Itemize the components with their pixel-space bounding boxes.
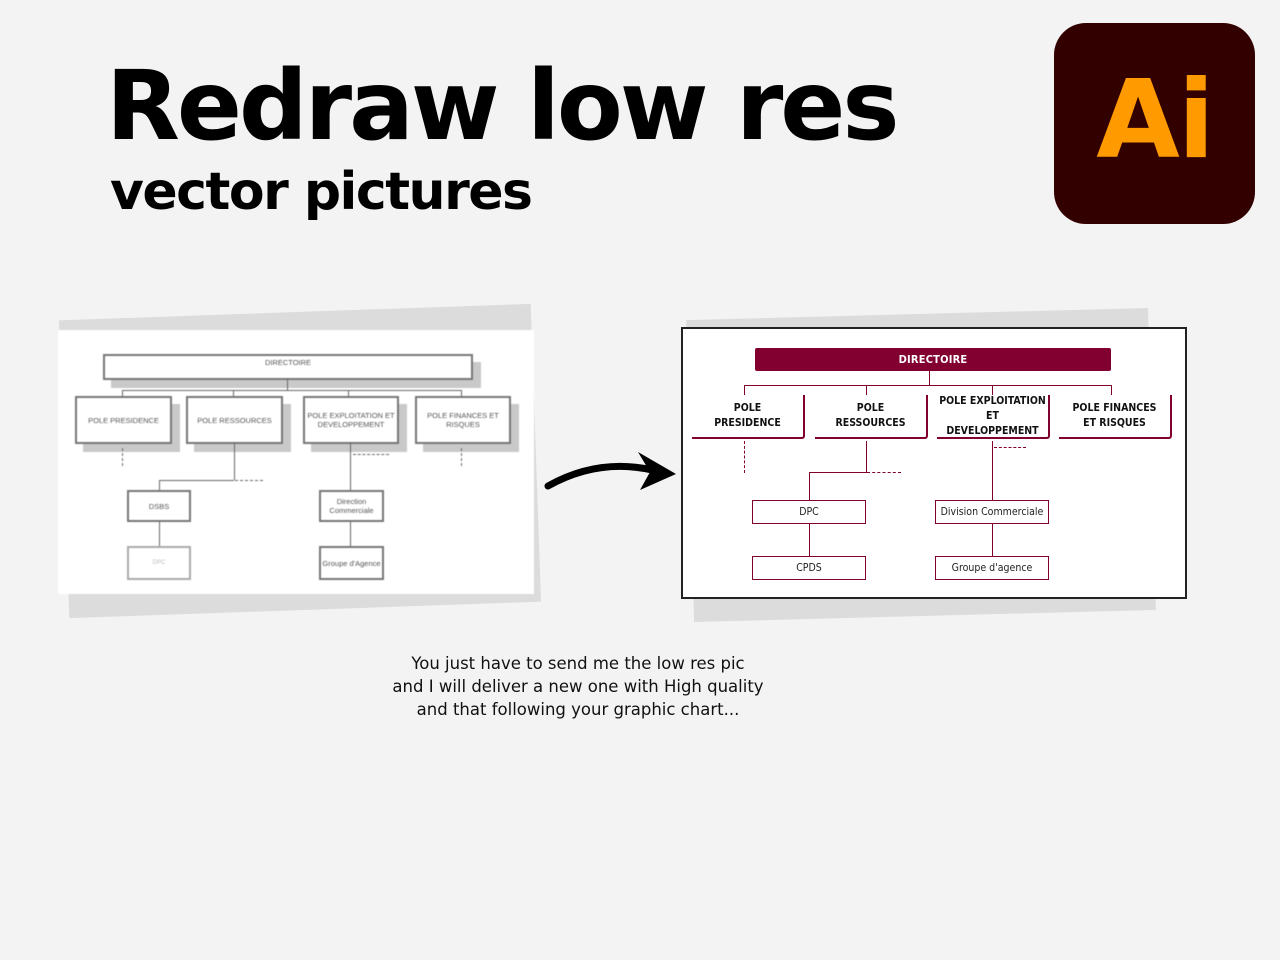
- dashed-connector: [235, 480, 263, 481]
- dashed-connector: [122, 448, 123, 466]
- lowres-sub-box: Groupe d'Agence: [319, 546, 384, 580]
- connector: [348, 390, 349, 396]
- connector: [744, 385, 745, 395]
- vector-root-label: DIRECTOIRE: [898, 353, 968, 366]
- vector-pole-box: POLE PRESIDENCE: [692, 395, 805, 439]
- lowres-sub-label: Direction Commerciale: [329, 497, 374, 515]
- vector-pole-label: POLE RESSOURCES: [835, 402, 906, 429]
- vector-pole-box: POLE FINANCES ET RISQUES: [1059, 395, 1172, 439]
- dashed-connector: [994, 447, 1026, 448]
- caption: You just have to send me the low res pic…: [340, 652, 816, 721]
- vector-pole-label: POLE EXPLOITATION ET DEVELOPPEMENT: [939, 394, 1046, 437]
- connector: [992, 524, 993, 556]
- lowres-pole-box: POLE PRESIDENCE: [75, 396, 172, 444]
- dashed-connector: [744, 441, 745, 473]
- dashed-connector: [353, 454, 389, 455]
- lowres-card: DIRECTOIRE POLE PRESIDENCE POLE RESSOURC…: [58, 330, 534, 594]
- connector: [159, 522, 160, 546]
- lowres-pole-box: POLE EXPLOITATION ET DEVELOPPEMENT: [303, 396, 399, 444]
- vector-sub-box: CPDS: [752, 556, 866, 580]
- connector: [992, 385, 993, 395]
- vector-sub-box: Groupe d'agence: [935, 556, 1049, 580]
- connector: [122, 390, 462, 391]
- lowres-sub-box: DPC: [127, 546, 191, 580]
- connector: [233, 390, 234, 396]
- vector-sub-box: Division Commerciale: [935, 500, 1049, 524]
- lowres-sub-box: Direction Commerciale: [319, 490, 384, 522]
- connector: [992, 441, 993, 500]
- connector: [929, 371, 930, 385]
- vector-pole-label: POLE FINANCES ET RISQUES: [1072, 402, 1157, 429]
- vector-root-box: DIRECTOIRE: [755, 348, 1111, 371]
- connector: [744, 385, 1111, 386]
- lowres-sub-label: DPC: [152, 559, 166, 566]
- connector: [866, 385, 867, 395]
- lowres-pole-label: POLE EXPLOITATION ET DEVELOPPEMENT: [307, 411, 395, 429]
- caption-line: You just have to send me the low res pic: [411, 654, 745, 673]
- lowres-pole-label: POLE PRESIDENCE: [88, 415, 159, 425]
- vector-pole-box: POLE RESSOURCES: [815, 395, 928, 439]
- arrow-right-icon: [544, 452, 676, 490]
- dashed-connector: [867, 472, 901, 473]
- connector: [1111, 385, 1112, 395]
- connector: [159, 480, 160, 490]
- connector: [122, 390, 123, 396]
- caption-line: and that following your graphic chart...: [416, 700, 740, 719]
- connector: [866, 441, 867, 473]
- page-subtitle: vector pictures: [110, 162, 533, 222]
- illustrator-logo-icon: Ai: [1054, 23, 1255, 224]
- connector: [350, 522, 351, 546]
- vector-sub-label: DPC: [799, 506, 819, 518]
- connector: [234, 442, 235, 480]
- lowres-sub-box: DSBS: [127, 490, 191, 522]
- vector-sub-box: DPC: [752, 500, 866, 524]
- vector-pole-box: POLE EXPLOITATION ET DEVELOPPEMENT: [937, 395, 1050, 439]
- connector: [350, 442, 351, 490]
- page-title: Redraw low res: [106, 50, 900, 162]
- vector-sub-label: CPDS: [796, 562, 822, 574]
- connector: [287, 378, 288, 390]
- lowres-root-label: DIRECTOIRE: [264, 358, 312, 367]
- vector-pole-label: POLE PRESIDENCE: [714, 402, 781, 429]
- lowres-pole-label: POLE FINANCES ET RISQUES: [427, 411, 499, 429]
- connector: [809, 524, 810, 556]
- lowres-pole-box: POLE RESSOURCES: [186, 396, 283, 444]
- lowres-pole-box: POLE FINANCES ET RISQUES: [415, 396, 511, 444]
- lowres-root-box: DIRECTOIRE: [103, 354, 473, 380]
- connector: [809, 472, 866, 473]
- caption-line: and I will deliver a new one with High q…: [392, 677, 764, 696]
- connector: [809, 472, 810, 500]
- logo-text: Ai: [1096, 58, 1215, 183]
- lowres-sub-label: DSBS: [148, 501, 170, 511]
- dashed-connector: [461, 448, 462, 466]
- connector: [159, 480, 234, 481]
- vector-card: DIRECTOIRE POLE PRESIDENCE POLE RESSOURC…: [681, 327, 1187, 599]
- lowres-sub-label: Groupe d'Agence: [322, 558, 381, 568]
- vector-sub-label: Groupe d'agence: [951, 562, 1033, 574]
- lowres-pole-label: POLE RESSOURCES: [197, 415, 272, 425]
- connector: [461, 390, 462, 396]
- vector-sub-label: Division Commerciale: [940, 506, 1044, 518]
